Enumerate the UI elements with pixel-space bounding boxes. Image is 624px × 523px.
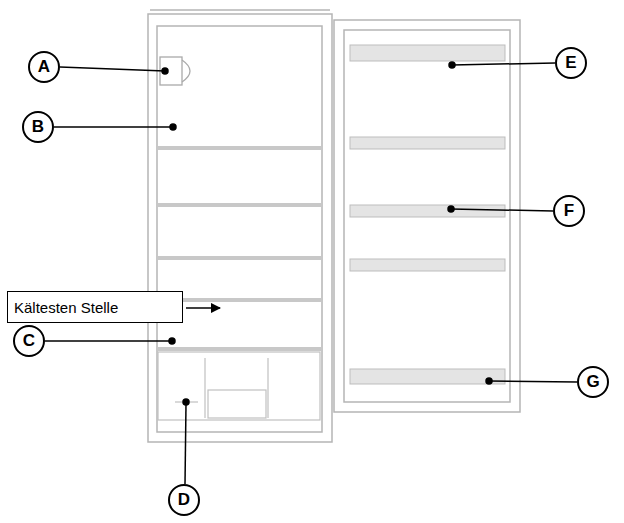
note-box: Kältesten Stelle [7,291,183,323]
callout-letter-text: B [32,117,44,137]
door-bins [350,45,505,384]
fridge-door [334,20,520,412]
callout-letter-text: G [586,372,599,392]
callout-letter-text: D [178,490,190,510]
callout-letter-text: F [564,201,574,221]
pointer-arrow [186,307,220,309]
note-text: Kältesten Stelle [14,299,118,316]
callout-letter: D [168,484,200,516]
callout-letter: A [28,51,60,83]
leader-lines [45,62,577,484]
crisper-drawers [158,352,320,420]
callout-letter: C [13,325,45,357]
callout-letter-text: C [23,331,35,351]
callout-letter-text: A [38,57,50,77]
fridge-cabinet [148,10,332,442]
thermostat [160,57,190,85]
callout-letter: G [577,366,609,398]
callout-letter: F [553,195,585,227]
callout-letter: E [555,47,587,79]
callout-letter-text: E [565,53,576,73]
callout-letter: B [22,111,54,143]
